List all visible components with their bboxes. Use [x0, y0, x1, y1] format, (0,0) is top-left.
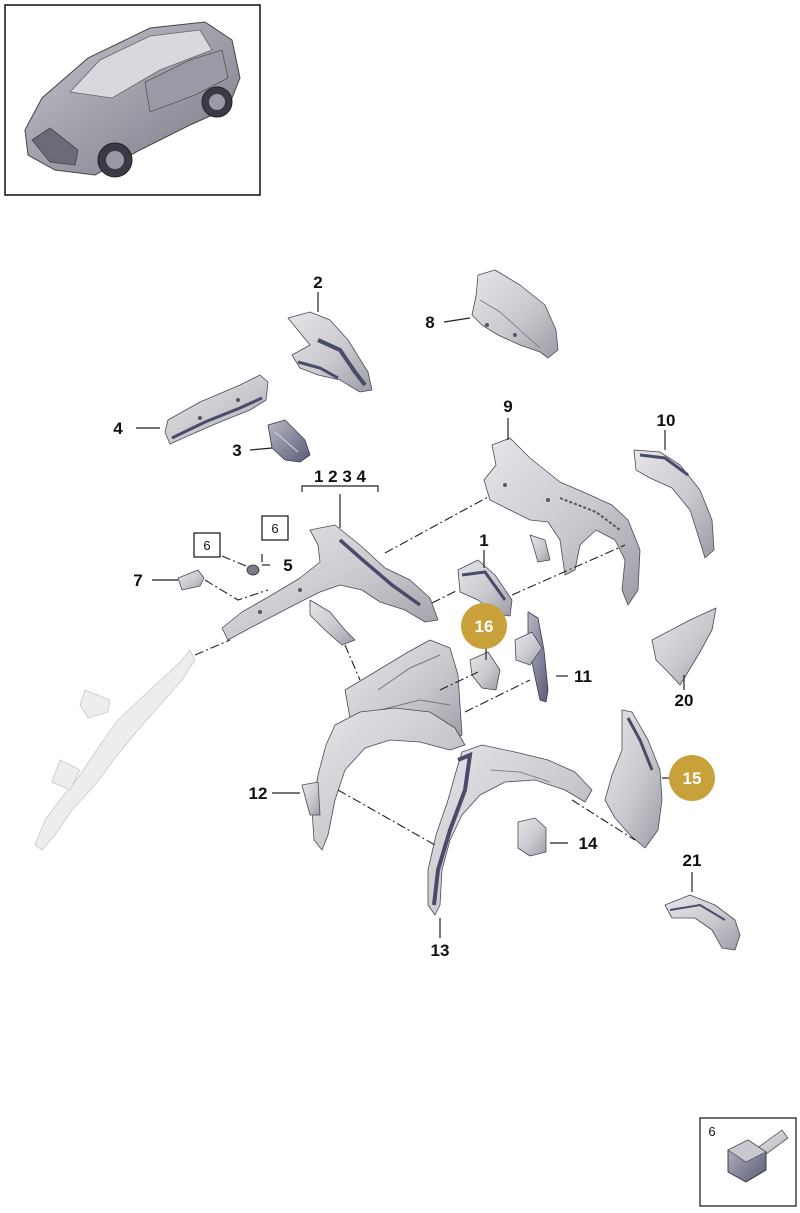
part-labels: 1 2 3 4 5 7 8 9 10 11 12 13 14 20 21: [113, 273, 701, 960]
label-2[interactable]: 2: [313, 273, 322, 292]
part-5[interactable]: [246, 564, 260, 576]
label-21[interactable]: 21: [683, 851, 702, 870]
part-7[interactable]: [177, 569, 205, 591]
badge-16[interactable]: 16: [461, 603, 507, 649]
boxed-ref-text: 6: [271, 521, 278, 536]
label-4[interactable]: 4: [113, 419, 123, 438]
part-10[interactable]: [633, 449, 715, 559]
leader-lines: [136, 292, 693, 938]
label-13[interactable]: 13: [431, 941, 450, 960]
part-2[interactable]: [287, 311, 373, 393]
vehicle-illustration: [24, 21, 241, 178]
label-7[interactable]: 7: [133, 571, 142, 590]
label-12[interactable]: 12: [249, 784, 268, 803]
badge-15[interactable]: 15: [669, 755, 715, 801]
bolt-icon: [727, 1129, 789, 1183]
part-12[interactable]: [301, 707, 466, 851]
boxed-ref-6-left[interactable]: 6: [193, 532, 221, 558]
boxed-ref-text: 6: [203, 538, 210, 553]
assembly-lines: [194, 496, 636, 846]
label-20[interactable]: 20: [675, 691, 694, 710]
label-8[interactable]: 8: [425, 313, 434, 332]
label-11[interactable]: 11: [574, 667, 592, 686]
bolt-inset[interactable]: 6: [699, 1117, 797, 1207]
label-1[interactable]: 1: [479, 531, 488, 550]
group-label: 1 2 3 4: [314, 467, 367, 486]
label-14[interactable]: 14: [579, 834, 598, 853]
label-9[interactable]: 9: [503, 397, 512, 416]
vehicle-overview: [4, 4, 261, 196]
part-8[interactable]: [471, 269, 559, 359]
part-21[interactable]: [664, 894, 741, 951]
part-14[interactable]: [517, 817, 547, 857]
ghost-pillar: [34, 649, 196, 851]
boxed-ref-6-right[interactable]: 6: [261, 515, 289, 541]
part-13[interactable]: [427, 744, 593, 916]
badge-16-text: 16: [475, 617, 494, 636]
part-main-reinforcement[interactable]: [221, 524, 439, 646]
badge-15-text: 15: [683, 769, 702, 788]
part-11[interactable]: [514, 611, 549, 703]
part-16[interactable]: [469, 651, 501, 691]
part-9[interactable]: [483, 437, 641, 606]
label-5[interactable]: 5: [283, 556, 292, 575]
part-15[interactable]: [604, 709, 663, 849]
label-10[interactable]: 10: [657, 411, 676, 430]
part-20[interactable]: [651, 607, 717, 686]
group-bracket: 1 2 3 4: [301, 467, 379, 492]
label-3[interactable]: 3: [232, 441, 241, 460]
part-3[interactable]: [267, 419, 311, 463]
part-4[interactable]: [164, 374, 269, 445]
inset-label: 6: [708, 1124, 715, 1139]
